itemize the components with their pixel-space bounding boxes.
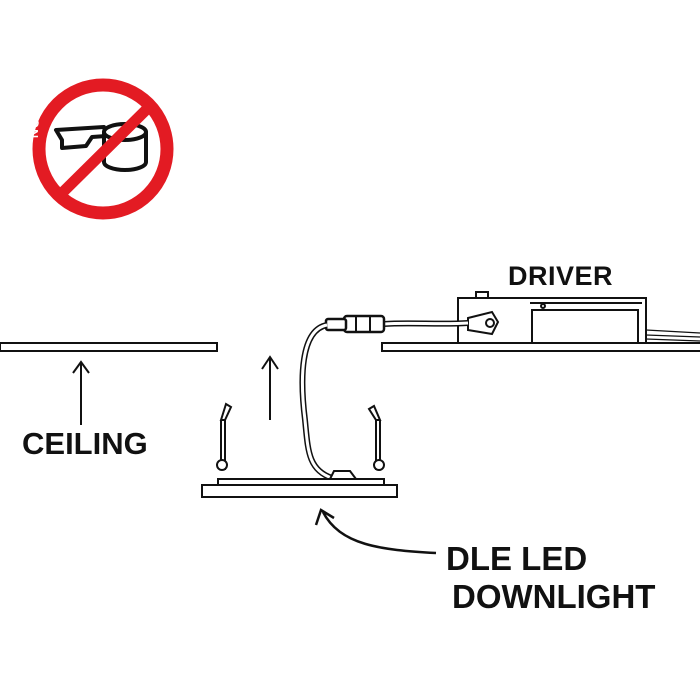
insert-arrow: [261, 355, 279, 420]
power-cable: [299, 314, 469, 481]
ceiling-arrow: [72, 360, 90, 425]
downlight-label-line2: DOWNLIGHT: [452, 578, 656, 615]
downlight-pointer-arrow: [314, 508, 437, 555]
ceiling-label: CEILING: [22, 426, 148, 461]
ceiling-right: [381, 342, 700, 352]
no-housing-required-badge: NO HOUSING REQUIRED: [27, 55, 174, 220]
ceiling-left: [0, 342, 218, 352]
downlight-trim: [201, 484, 398, 498]
quick-connector: [342, 314, 386, 334]
dle-led-downlight: [201, 402, 398, 498]
spring-clip-left: [216, 402, 233, 471]
spring-clip-right: [367, 404, 385, 471]
driver-box: [457, 291, 700, 344]
prohibition-slash: [56, 102, 154, 199]
driver-label: DRIVER: [508, 261, 614, 291]
downlight-label-line1: DLE LED: [446, 540, 588, 577]
housing-icon: [54, 122, 148, 172]
